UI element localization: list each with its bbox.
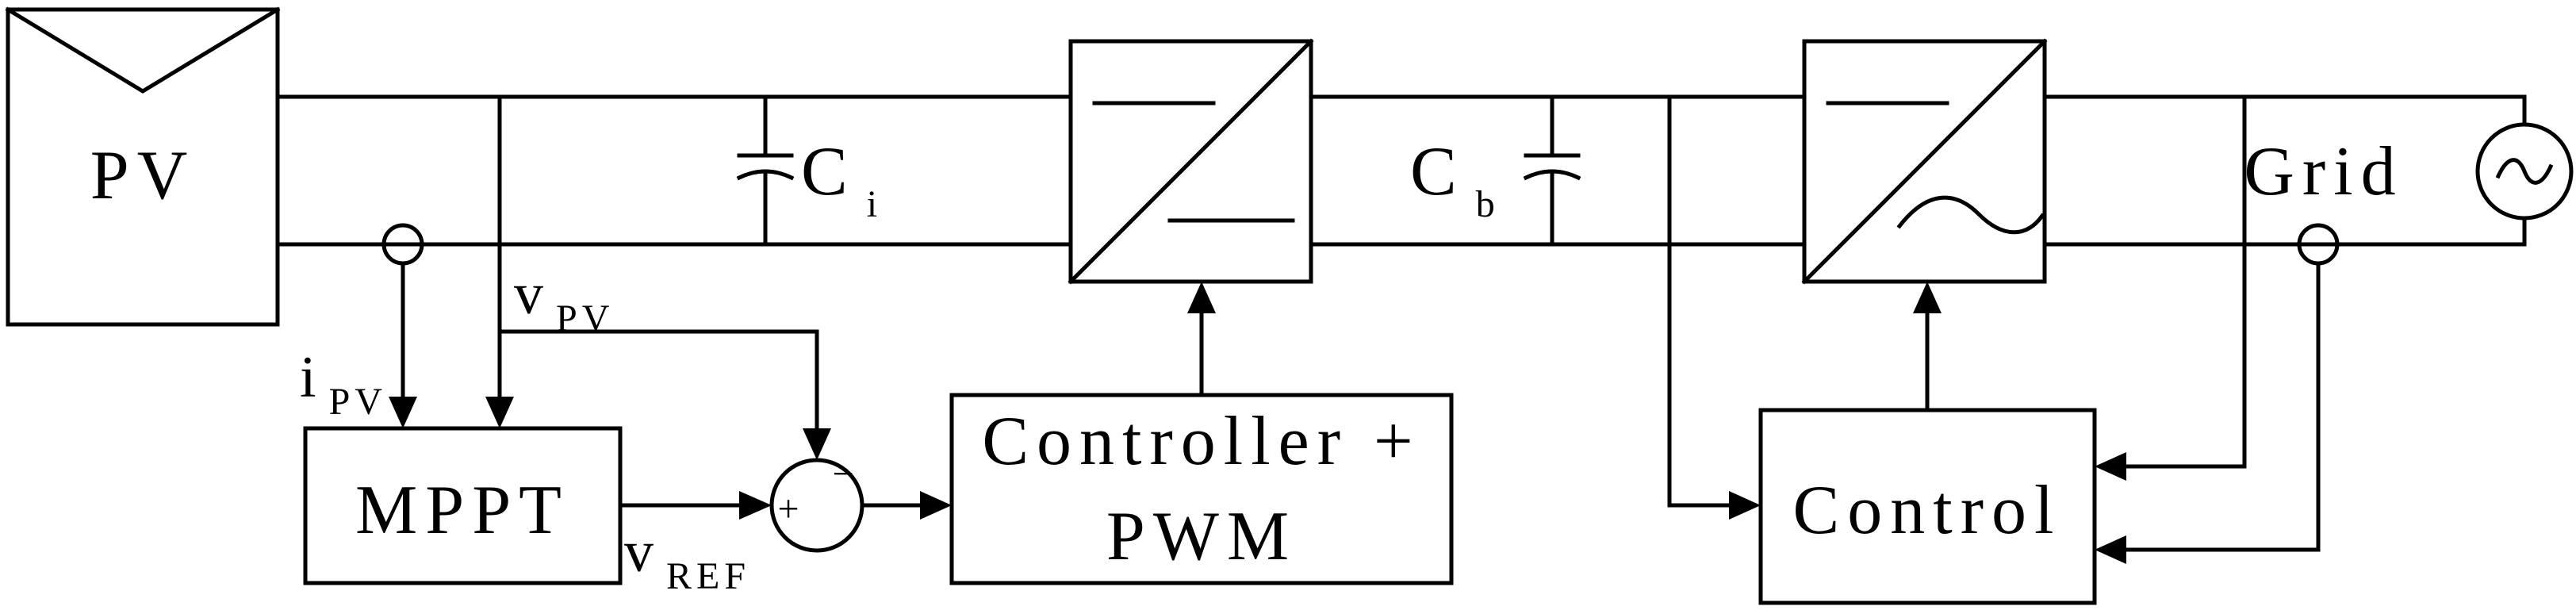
controller-pwm-block: Controller + PWM bbox=[949, 393, 1454, 585]
arrow-control-to-inverter bbox=[1913, 282, 1942, 313]
grid-label: Grid bbox=[2244, 133, 2403, 210]
control-block: Control bbox=[1758, 408, 2097, 605]
signal-wires bbox=[401, 94, 2321, 552]
controller-pwm-line1: Controller + bbox=[982, 403, 1420, 480]
arrow-vpv-to-sum bbox=[803, 428, 831, 460]
arrow-grid-voltage-to-control bbox=[2095, 452, 2126, 481]
arrow-bus-to-control bbox=[1729, 491, 1761, 520]
arrow-vpv-to-mppt bbox=[485, 397, 514, 428]
dc-dc-converter bbox=[1068, 38, 1314, 285]
arrow-controller-to-dcdc bbox=[1187, 282, 1216, 313]
grid-source: Grid bbox=[2244, 122, 2574, 221]
controller-pwm-line2: PWM bbox=[1106, 498, 1297, 575]
mppt-block: MPPT bbox=[303, 426, 623, 585]
arrow-vref-to-sum bbox=[739, 491, 772, 520]
arrowheads bbox=[389, 282, 2126, 564]
arrow-grid-current-to-control bbox=[2095, 535, 2126, 564]
pv-panel: PV bbox=[5, 6, 281, 327]
control-label: Control bbox=[1793, 472, 2062, 549]
arrow-sum-to-controller bbox=[920, 491, 952, 520]
summing-junction: + − bbox=[769, 453, 864, 553]
dc-ac-inverter bbox=[1801, 38, 2048, 285]
power-bus-wires bbox=[275, 94, 2527, 247]
sum-plus-sign: + bbox=[777, 488, 803, 530]
pv-label: PV bbox=[90, 137, 196, 214]
arrow-ipv-to-mppt bbox=[389, 397, 417, 428]
ac-sine-icon bbox=[2495, 158, 2554, 185]
sum-minus-sign: − bbox=[832, 453, 858, 495]
mppt-label: MPPT bbox=[355, 472, 569, 549]
